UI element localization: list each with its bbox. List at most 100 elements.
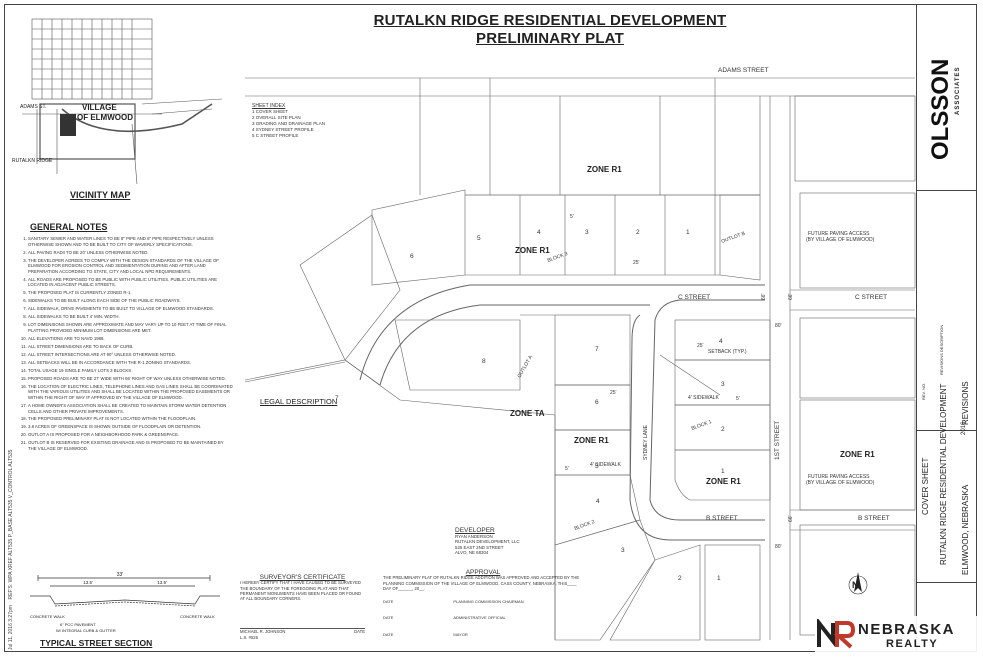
- developer-line: ALVO, NE 68304: [455, 550, 489, 555]
- dim-5a: 5': [570, 214, 574, 220]
- outlot-a-label: OUTLOT A: [517, 354, 535, 379]
- general-notes-list: SANITARY SEWER AND WATER LINES TO BE 8" …: [18, 236, 233, 452]
- west-lot-7: 7: [335, 395, 339, 402]
- street-section-diagram: 33' 13.5' 13.5' CONCRETE WALK CONCRETE W…: [30, 572, 220, 633]
- approval-official: ADMINISTRATIVE OFFICIAL: [453, 615, 506, 621]
- project-year: 2016: [961, 421, 967, 435]
- c-street-label: C STREET: [678, 294, 710, 301]
- developer-line: 525 EAST 2ND STREET: [455, 544, 504, 550]
- block2-lot-3: 3: [621, 547, 625, 554]
- sheet-index-item: 1 COVER SHEET: [252, 109, 289, 114]
- approval-date-2: DATE: [383, 615, 394, 621]
- block-2-label: BLOCK 2: [574, 519, 596, 532]
- block2-lot-8: 8: [482, 358, 486, 365]
- title-block: OLSSON ASSOCIATES REVISIONS REVISIONS DE…: [916, 5, 977, 650]
- vicinity-village: VILLAGE: [82, 103, 117, 112]
- block2-lot-7: 7: [595, 346, 599, 353]
- block3-lot-3: 3: [585, 229, 589, 236]
- general-note-item: THE PROPOSED PLAT IS CURRENTLY ZONED R-1…: [28, 290, 233, 296]
- future-paving-2: FUTURE PAVING ACCESS: [808, 474, 870, 480]
- general-note-item: PROPOSED ROADS ARE TO BE 27' WIDE WITH 6…: [28, 376, 233, 382]
- adams-street-label: ADAMS STREET: [718, 67, 769, 74]
- block3-lot-1: 1: [686, 229, 690, 236]
- dim-66c: 66': [761, 293, 767, 300]
- north-label: N: [852, 580, 859, 590]
- block2-lot-6: 6: [595, 399, 599, 406]
- vicinity-elmwood: OF ELMWOOD: [77, 113, 133, 122]
- c-street-east-label: C STREET: [855, 294, 887, 301]
- future-paving-2b: (BY VILLAGE OF ELMWOOD): [806, 480, 875, 486]
- dim-5b: 5': [736, 396, 740, 402]
- future-paving-1b: (BY VILLAGE OF ELMWOOD): [806, 237, 875, 243]
- block2-lot-1: 1: [717, 575, 721, 582]
- approval-block: APPROVAL THE PRELIMINARY PLAT OF RUTALKN…: [383, 569, 583, 637]
- street-section-label: TYPICAL STREET SECTION: [40, 638, 153, 648]
- general-note-item: LOT DIMENSIONS SHOWN ARE APPROXIMATE AND…: [28, 322, 233, 333]
- pavement: 6" PCC PAVEMENT: [60, 622, 96, 627]
- general-note-item: ALL ELEVATIONS ARE TO NAVD 1988.: [28, 336, 233, 342]
- zone-r1-block1: ZONE R1: [706, 477, 741, 486]
- developer-title: DEVELOPER: [455, 527, 495, 534]
- surveyor-ls: L.S. #526: [240, 634, 258, 640]
- block1-lot-4: 4: [719, 338, 723, 345]
- zone-ta: ZONE TA: [510, 409, 545, 418]
- approval-text: THE PRELIMINARY PLAT OF RUTALKN RIDGE AD…: [383, 575, 580, 591]
- sheet-index-item: 5 C STREET PROFILE: [252, 133, 299, 138]
- zone-r1-block2: ZONE R1: [574, 436, 609, 445]
- file-ref: Jul 11, 2016 3:27pm REF'S: WPA XREF ALT5…: [8, 450, 14, 650]
- zone-r1-top: ZONE R1: [587, 165, 622, 174]
- general-note-item: ALL SETBACKS WILL BE IN ACCORDANCE WITH …: [28, 360, 233, 366]
- general-note-item: TOTAL USAGE 19 SINGLE FAMILY LOTS 3 BLOC…: [28, 368, 233, 374]
- block-3-label: BLOCK 3: [547, 251, 569, 264]
- sheet-border: [4, 4, 977, 652]
- block3-lot-5: 5: [477, 235, 481, 242]
- general-note-item: ALL PAVING RADII TO BE 20' UNLESS OTHERW…: [28, 250, 233, 256]
- b-street-east-label: B STREET: [858, 515, 890, 522]
- approval-chair: PLANNING COMMISSION CHAIRMAN: [453, 599, 524, 605]
- block1-lot-3: 3: [721, 381, 725, 388]
- surveyor-text: I HEREBY CERTIFY THAT I HAVE CAUSED TO B…: [240, 580, 362, 602]
- dim-25a: 25': [633, 260, 640, 266]
- general-note-item: OUTLOT B IS RESERVED FOR EXISTING DRAINA…: [28, 440, 233, 451]
- title-line-2: PRELIMINARY PLAT: [476, 30, 624, 47]
- general-notes: SANITARY SEWER AND WATER LINES TO BE 8" …: [18, 236, 233, 454]
- general-note-item: SANITARY SEWER AND WATER LINES TO BE 8" …: [28, 236, 233, 247]
- revisions-description: REVISIONS DESCRIPTION: [939, 324, 944, 375]
- general-note-item: OUTLOT A IS PROPOSED FOR A NEIGHBORHOOD …: [28, 432, 233, 438]
- realty-brand-bottom: REALTY: [886, 638, 939, 650]
- plat-title: RUTALKN RIDGE RESIDENTIAL DEVELOPMENT PR…: [300, 12, 800, 48]
- realty-watermark: [815, 616, 980, 654]
- general-note-item: THE PROPOSED PRELIMINARY PLAT IS NOT LOC…: [28, 416, 233, 422]
- dim-25c: 25': [610, 390, 617, 396]
- company-name: OLSSON: [927, 58, 954, 160]
- sheet-index: SHEET INDEX 1 COVER SHEET 2 OVERALL SITE…: [252, 103, 325, 139]
- block3-lot-6: 6: [410, 253, 414, 260]
- sydney-lane-label: SYDNEY LANE: [643, 424, 649, 460]
- outlot-b-label: OUTLOT B: [721, 230, 747, 244]
- zone-r1-block3: ZONE R1: [515, 246, 550, 255]
- walk-left: CONCRETE WALK: [30, 614, 65, 619]
- developer-line: RUTALKN DEVELOPMENT, LLC: [455, 539, 520, 544]
- block3-lot-4: 4: [537, 229, 541, 236]
- general-note-item: ALL SIDEWALKS TO BE BUILT 4' MIN. WIDTH.: [28, 314, 233, 320]
- approval-date-3: DATE: [383, 631, 394, 637]
- company-associates: ASSOCIATES: [955, 66, 961, 115]
- cover-sheet-label: COVER SHEET: [921, 457, 930, 515]
- vicinity-map-label: VICINITY MAP: [70, 190, 131, 200]
- general-note-item: A HOME OWNER'S ASSOCIATION SHALL BE CREA…: [28, 403, 233, 414]
- future-paving-1: FUTURE PAVING ACCESS: [808, 231, 870, 237]
- approval-title: APPROVAL: [465, 569, 501, 576]
- surveyor-name: MICHAEL R. JOHNSON: [240, 629, 286, 635]
- dim-80a: 80': [775, 323, 782, 329]
- dim-total: 33': [117, 572, 124, 578]
- approval-date-1: DATE: [383, 599, 394, 605]
- dim-66b: 66': [788, 515, 794, 522]
- project-location: ELMWOOD, NEBRASKA: [961, 484, 970, 575]
- dim-80b: 80': [775, 544, 782, 550]
- dim-5c: 5': [565, 466, 569, 472]
- vicinity-map: VILLAGE OF ELMWOOD ADAMS ST. RUTALKN RID…: [12, 18, 222, 184]
- developer-line: RYAN ANDERSON: [455, 533, 493, 539]
- realty-logo-icon: [817, 619, 855, 649]
- vicinity-adams: ADAMS ST.: [20, 104, 46, 110]
- revisions-label: REVISIONS: [961, 381, 970, 425]
